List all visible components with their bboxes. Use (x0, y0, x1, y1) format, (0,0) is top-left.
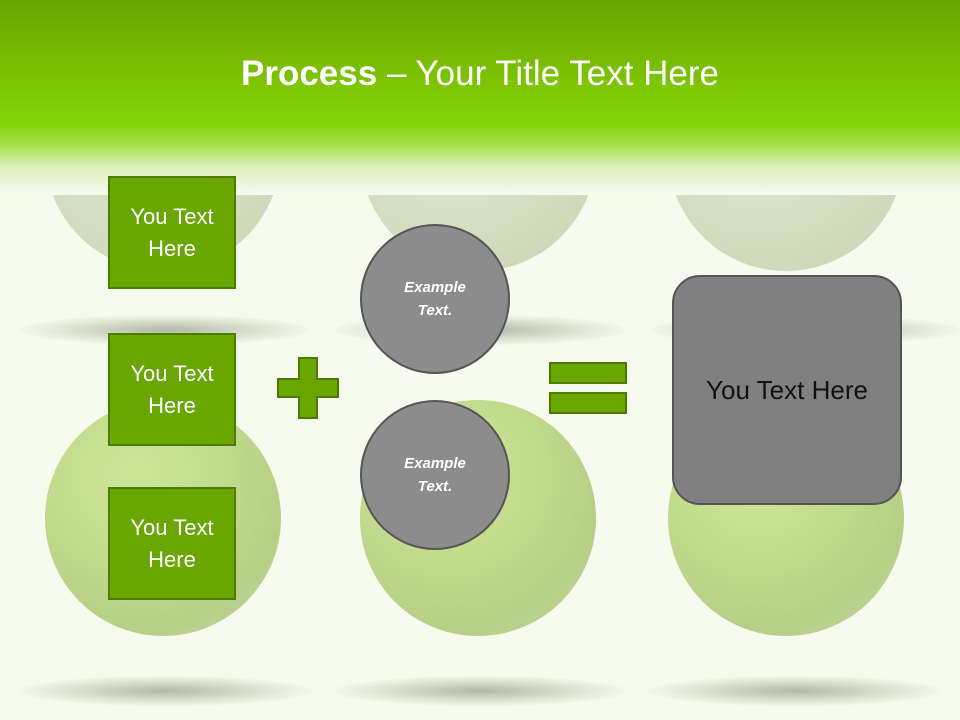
example-circle-2: Example Text. (360, 400, 510, 550)
circle-label: Example Text. (404, 455, 466, 495)
globe-shadow (20, 676, 310, 706)
input-box-2: You Text Here (108, 333, 236, 446)
result-label: You Text Here (706, 374, 868, 405)
input-box-3: You Text Here (108, 487, 236, 600)
slide-title: Process – Your Title Text Here (0, 52, 960, 96)
globe-shadow (650, 676, 940, 706)
title-rest: – Your Title Text Here (377, 54, 719, 93)
circle-label: Example Text. (404, 279, 466, 319)
input-box-label: You Text Here (130, 203, 214, 261)
plus-icon (277, 357, 339, 419)
result-box: You Text Here (672, 275, 902, 505)
input-box-label: You Text Here (130, 514, 214, 572)
header-band (0, 0, 960, 195)
equals-icon (549, 362, 627, 414)
example-circle-1: Example Text. (360, 224, 510, 374)
globe-shadow (335, 676, 625, 706)
input-box-1: You Text Here (108, 176, 236, 289)
title-bold: Process (241, 54, 378, 93)
input-box-label: You Text Here (130, 360, 214, 418)
